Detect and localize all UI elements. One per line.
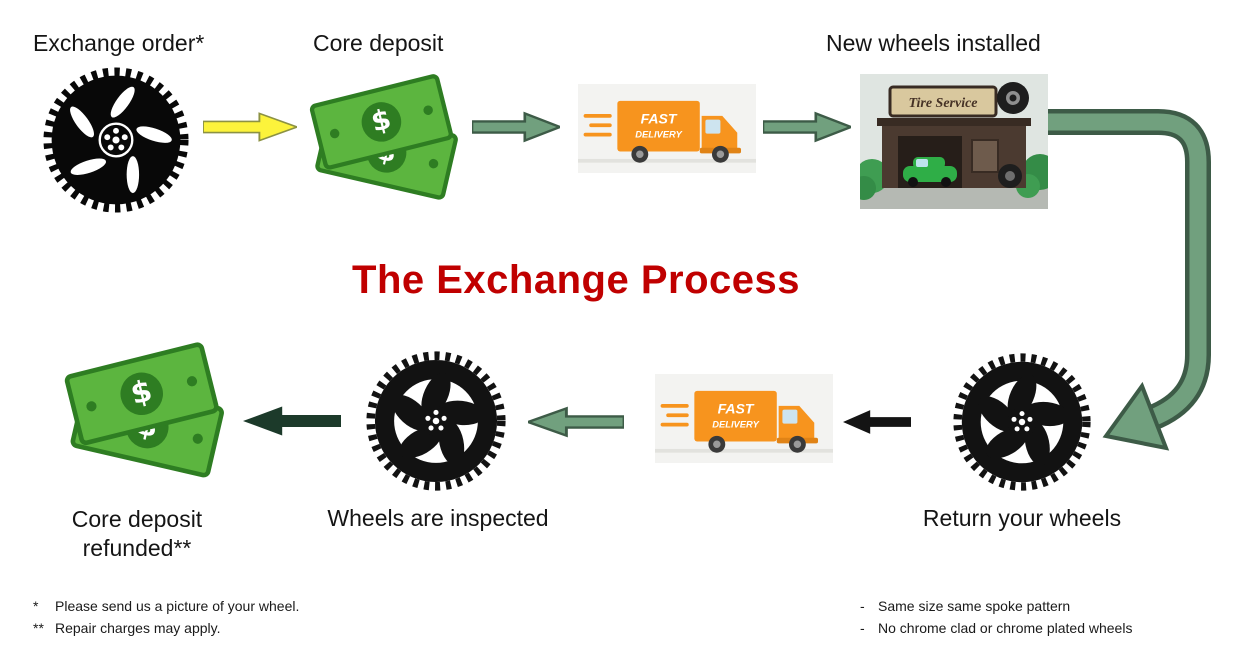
delivery-truck-icon-bottom [655,374,833,463]
green-arrow-right-icon-1 [472,111,560,143]
footnote-right-1: - Same size same spoke pattern [860,595,1132,617]
core-deposit-refunded-line2: refunded** [82,535,192,561]
yellow-arrow-right-icon [203,112,297,142]
footnote-left-1: * Please send us a picture of your wheel… [33,595,299,617]
wheels-are-inspected-label: Wheels are inspected [327,505,549,531]
return-your-wheels-label: Return your wheels [922,505,1122,531]
curved-flow-arrow-icon [1048,109,1211,451]
page-title: The Exchange Process [352,258,800,302]
tire-shop-sign-text: Tire Service [908,96,977,111]
green-arrow-left-icon [528,406,624,438]
footnote-text: No chrome clad or chrome plated wheels [878,620,1133,636]
green-arrow-right-icon-2 [763,111,851,143]
footnote-marker: ** [33,620,44,636]
footnotes-left: * Please send us a picture of your wheel… [33,595,299,639]
footnote-left-2: ** Repair charges may apply. [33,617,299,639]
tire-shop-icon: Tire Service [860,74,1048,209]
footnote-text: Repair charges may apply. [55,620,221,636]
return-wheel-icon [952,352,1092,492]
footnote-marker: - [860,598,865,614]
footnote-text: Same size same spoke pattern [878,598,1071,614]
inspected-wheel-icon [365,350,507,492]
exchange-order-label: Exchange order* [33,30,205,56]
new-wheels-installed-label: New wheels installed [826,30,1041,56]
core-deposit-money-icon [298,72,470,201]
exchange-order-wheel-icon [42,66,190,214]
delivery-truck-icon-top [578,84,756,173]
core-deposit-refunded-label: Core deposit refunded** [27,505,247,563]
black-arrow-left-icon [843,410,911,434]
footnote-text: Please send us a picture of your wheel. [55,598,300,614]
core-deposit-refunded-line1: Core deposit [71,506,203,532]
dark-green-arrow-left-icon [243,406,341,436]
footnote-marker: - [860,620,865,636]
refund-money-icon [52,340,237,479]
footnotes-right: - Same size same spoke pattern - No chro… [860,595,1132,639]
core-deposit-label: Core deposit [313,30,444,56]
footnote-marker: * [33,598,39,614]
footnote-right-2: - No chrome clad or chrome plated wheels [860,617,1132,639]
